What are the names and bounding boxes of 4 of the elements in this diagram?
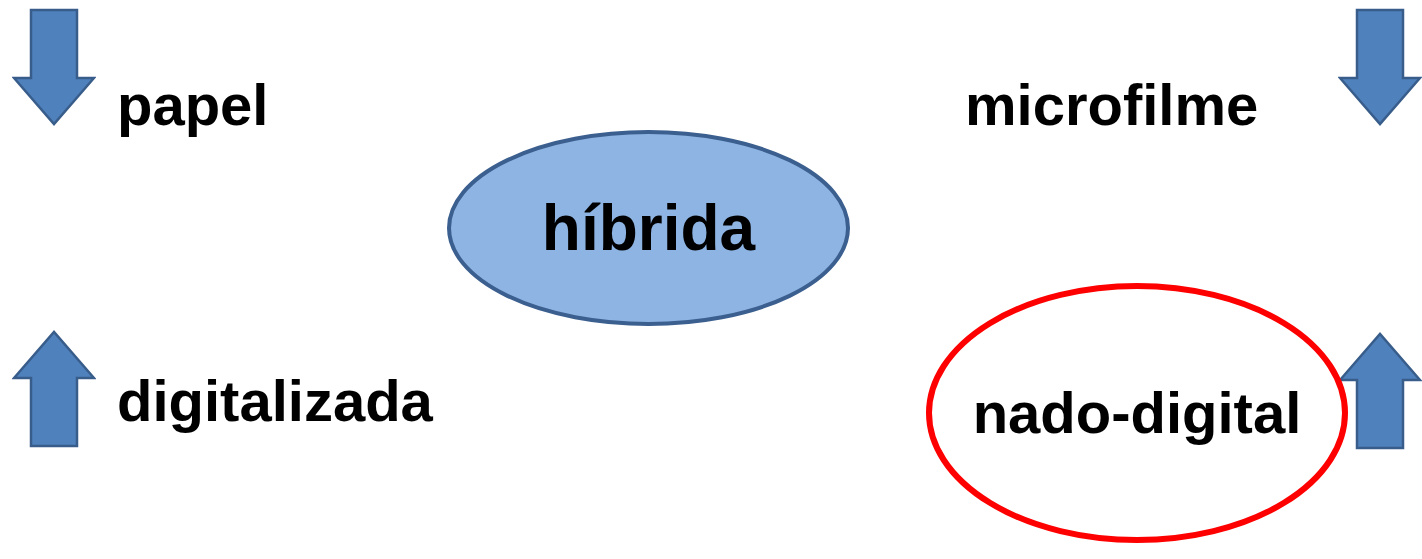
category-ellipse (926, 283, 1348, 543)
ellipse-text: híbrida (540, 196, 757, 260)
category-ellipse (447, 130, 850, 326)
word-label: microfilme (965, 76, 1259, 134)
